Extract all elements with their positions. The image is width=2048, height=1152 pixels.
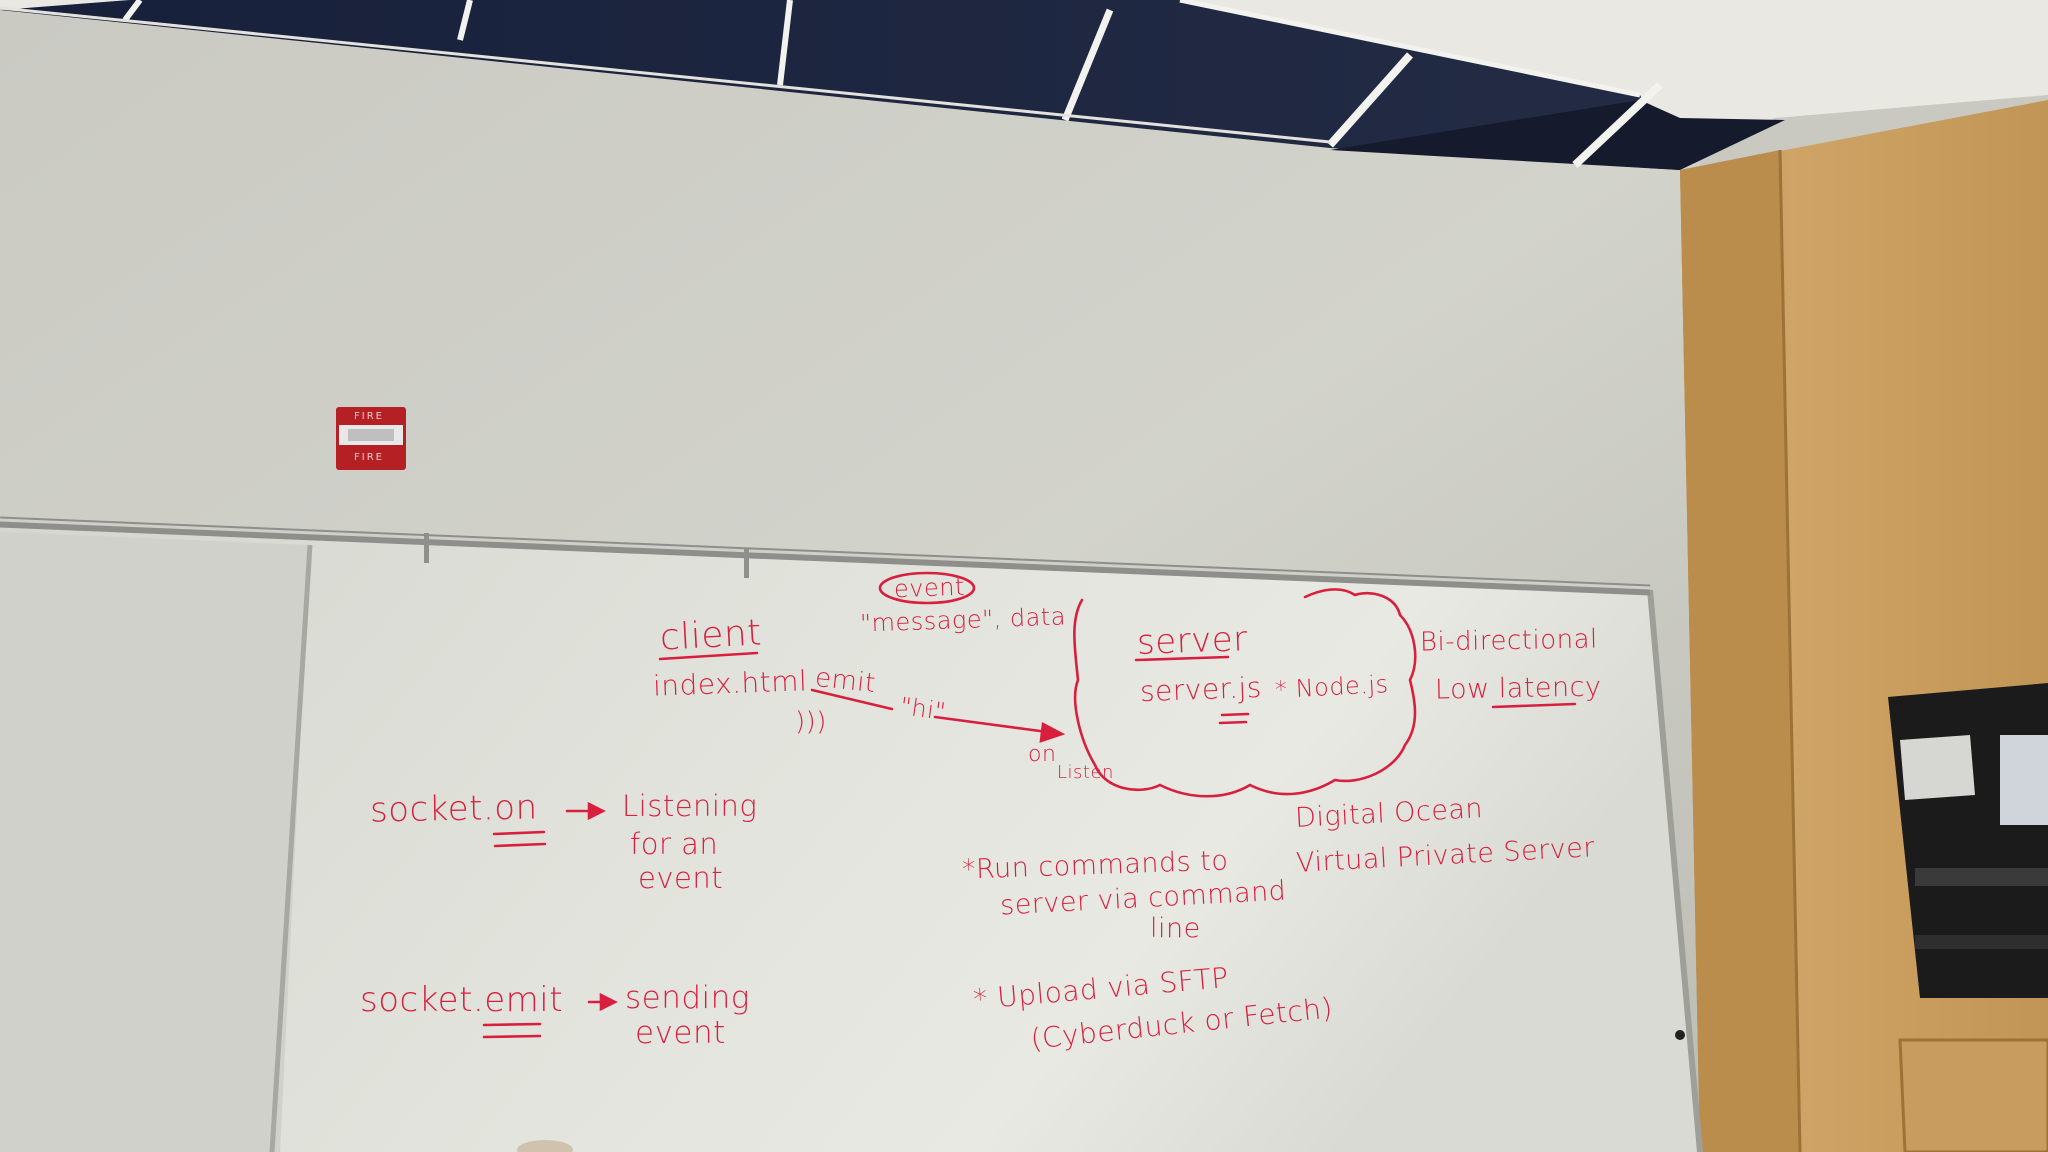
client-underline: [658, 651, 759, 661]
event-circle: [878, 571, 976, 605]
socket-emit-label: socket.emit: [360, 980, 564, 1020]
fire-alarm-label-top: FIRE: [354, 411, 384, 422]
listening-line-3: event: [638, 861, 724, 895]
sending-line-1: sending: [625, 980, 750, 1016]
index-html-label: index.html: [652, 664, 808, 703]
bidirectional-label: Bi-directional: [1419, 624, 1598, 658]
listening-line-2: for an: [630, 827, 719, 861]
whiteboard: [0, 516, 1703, 1152]
latency-underline: [1491, 702, 1577, 709]
emit-arrowhead: [1039, 721, 1066, 743]
waves-label: ))): [795, 707, 827, 737]
message-label: "message", data: [859, 602, 1067, 638]
node-js-label: * Node.js: [1274, 670, 1390, 704]
fire-alarm: [336, 407, 406, 470]
listening-line-1: Listening: [622, 789, 758, 823]
board-rail: [0, 516, 1651, 596]
server-underline: [1134, 655, 1230, 662]
server-title: server: [1136, 619, 1249, 663]
hi-label: "hi": [898, 691, 948, 727]
socket-emit-arrowhead: [599, 992, 618, 1012]
ledge-items: [517, 1140, 573, 1152]
marker-drawings: [482, 571, 1577, 1039]
wall-display-panel: [1888, 683, 2048, 998]
server-js-label: server.js: [1139, 670, 1263, 709]
fire-alarm-label-bottom: FIRE: [354, 452, 384, 463]
socket-on-arrowhead: [587, 801, 606, 821]
client-title: client: [658, 612, 763, 659]
ceiling: [0, 0, 2048, 170]
sending-line-2: event: [635, 1015, 726, 1051]
on-label: on: [1028, 742, 1057, 767]
low-latency-label: Low latency: [1434, 671, 1602, 706]
emit-label: emit: [813, 662, 878, 700]
run-commands-line-3: line: [1150, 913, 1201, 944]
socket-on-label: socket.on: [369, 787, 538, 831]
listen-label: Listen: [1057, 762, 1114, 783]
emit-underline: [810, 688, 894, 711]
emit-arrow-line: [933, 715, 1057, 735]
event-label: event: [893, 572, 966, 604]
server-cloud: [1073, 588, 1417, 798]
